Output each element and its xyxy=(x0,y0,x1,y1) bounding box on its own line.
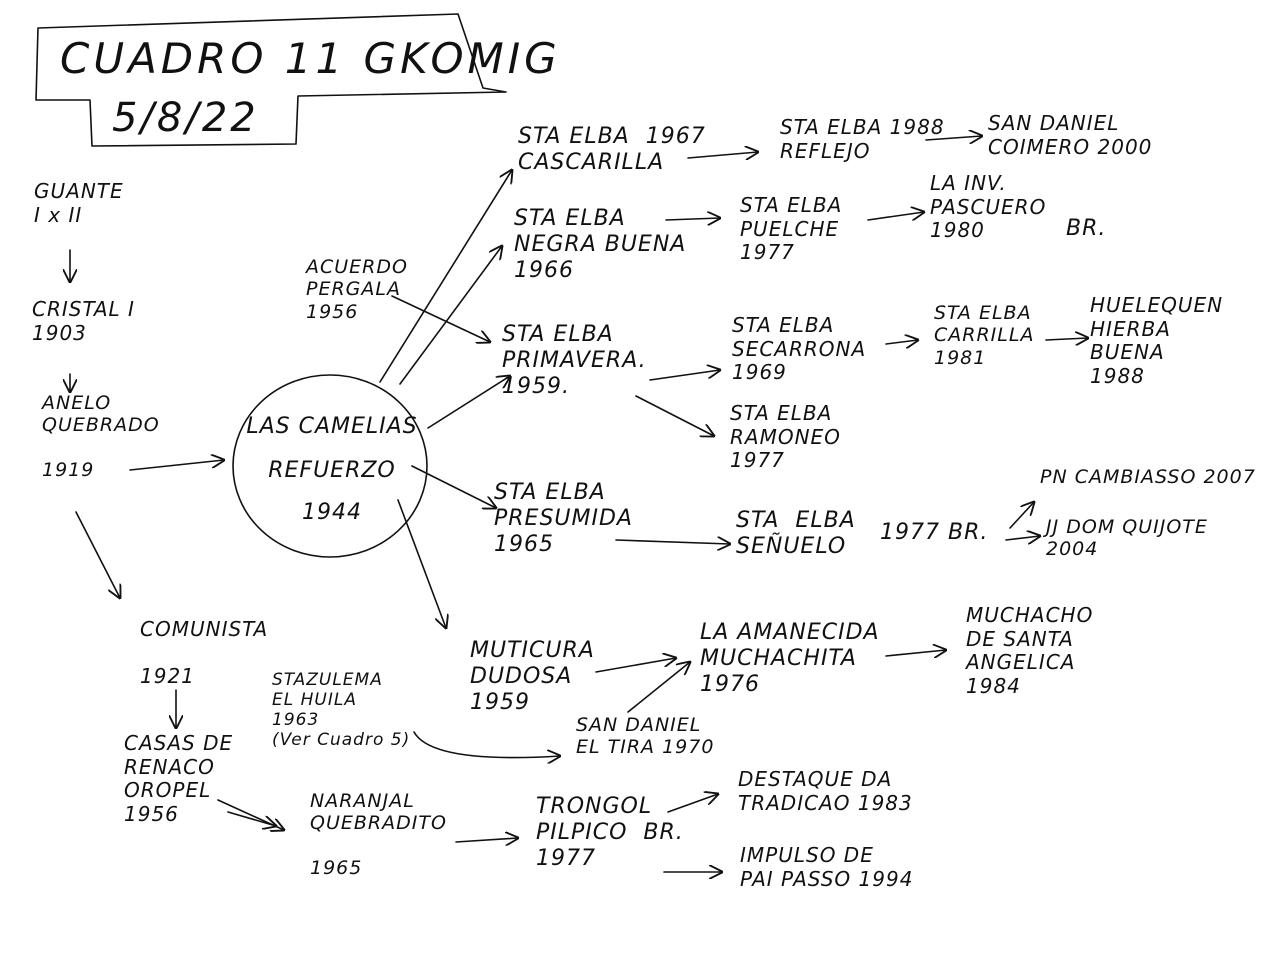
title-box xyxy=(35,13,507,147)
node-naranjal: NARANJAL QUEBRADITO 1965 xyxy=(310,790,447,880)
node-sta1967: STA ELBA 1967 CASCARILLA xyxy=(518,124,706,175)
node-anelo: ANELO QUEBRADO 1919 xyxy=(42,392,160,482)
center-node-line2: REFUERZO xyxy=(268,458,396,483)
node-negra: STA ELBA NEGRA BUENA 1966 xyxy=(514,206,687,283)
node-secarrona: STA ELBA SECARRONA 1969 xyxy=(732,313,867,385)
center-node-name: LAS CAMELIAS xyxy=(246,414,418,439)
node-muchacho: MUCHACHO DE SANTA ANGELICA 1984 xyxy=(966,603,1094,698)
arrow-primavera-secarrona xyxy=(649,370,720,381)
arrow-sta1967-sta1988 xyxy=(687,152,758,158)
arrow-carrilla-huelequen xyxy=(1045,338,1088,340)
arrow-presumida-senuelo xyxy=(615,540,730,544)
arrow-anelo-center xyxy=(129,460,224,471)
arrow-senuelo-pncambiasso xyxy=(1009,502,1034,529)
arrow-naranjal-trongol xyxy=(455,838,518,842)
node-senuelo-year: 1977 BR. xyxy=(880,520,989,545)
arrow-amanecida-muchacho xyxy=(885,650,946,656)
center-ellipse xyxy=(232,374,428,558)
arrow-center-primavera xyxy=(427,376,510,429)
arrow-acuerdo-primavera xyxy=(391,295,490,342)
node-br1: BR. xyxy=(1066,216,1107,241)
diagram-title: CUADRO 11 GKOMIG xyxy=(60,34,561,83)
node-stazulema: STAZULEMA EL HUILA 1963 (Ver Cuadro 5) xyxy=(272,670,411,751)
arrow-senuelo-jjdom xyxy=(1005,536,1040,540)
node-sta1988: STA ELBA 1988 REFLEJO xyxy=(780,115,945,163)
arrow-center-negra xyxy=(399,246,502,385)
node-puelche: STA ELBA PUELCHE 1977 xyxy=(740,193,843,265)
node-pncambiasso: PN CAMBIASSO 2007 xyxy=(1040,466,1256,488)
center-node-year: 1944 xyxy=(302,500,362,525)
node-impulso: IMPULSO DE PAI PASSO 1994 xyxy=(740,843,914,891)
node-sandanielelmira: SAN DANIEL EL TIRA 1970 xyxy=(576,714,715,759)
arrow-negra-puelche xyxy=(665,218,720,220)
arrow-anelo-comunista xyxy=(75,511,120,598)
node-presumida: STA ELBA PRESUMIDA 1965 xyxy=(494,480,633,557)
arrow-center-presumida xyxy=(411,465,496,508)
node-senuelo: STA ELBA SEÑUELO xyxy=(736,508,856,559)
node-trongol: TRONGOL PILPICO BR. 1977 xyxy=(536,794,684,871)
arrow-stazulema-sandanielelmira xyxy=(413,731,560,758)
arrow-primavera-ramoneo xyxy=(635,395,714,436)
node-casas: CASAS DE RENACO OROPEL 1956 xyxy=(124,731,234,826)
arrow-casas-naranjal-2 xyxy=(227,811,276,826)
node-cristal: CRISTAL I 1903 xyxy=(32,297,135,345)
node-amanecida: LA AMANECIDA MUCHACHITA 1976 xyxy=(700,620,880,697)
node-muticura: MUTICURA DUDOSA 1959 xyxy=(470,638,595,715)
node-ramoneo: STA ELBA RAMONEO 1977 xyxy=(730,401,841,473)
arrow-sandanielelmira-amanecida xyxy=(627,662,690,713)
arrow-muticura-amanecida xyxy=(595,658,676,673)
arrow-trongol-destaque xyxy=(667,794,718,813)
node-comunista: COMUNISTA 1921 xyxy=(140,617,269,689)
arrow-sta1988-sandaniel xyxy=(925,136,982,140)
node-destaque: DESTAQUE DA TRADICAO 1983 xyxy=(738,767,913,815)
arrow-secarrona-carrilla xyxy=(885,340,918,344)
node-acuerdo: ACUERDO PERGALA 1956 xyxy=(306,256,408,323)
node-jjdom: JJ DOM QUIJOTE 2004 xyxy=(1046,516,1208,561)
node-sandaniel2000: SAN DANIEL COIMERO 2000 xyxy=(988,111,1153,159)
diagram-date: 5/8/22 xyxy=(112,95,259,141)
arrow-puelche-lainv xyxy=(867,212,924,221)
arrow-center-sta1967 xyxy=(379,170,512,383)
arrow-center-muticura xyxy=(397,499,446,628)
node-huelequen: HUELEQUEN HIERBA BUENA 1988 xyxy=(1090,293,1224,388)
node-guante: GUANTE I x II xyxy=(34,179,124,227)
node-lainv: LA INV. PASCUERO 1980 xyxy=(930,171,1047,243)
node-primavera: STA ELBA PRIMAVERA. 1959. xyxy=(502,322,647,399)
node-carrilla: STA ELBA CARRILLA 1981 xyxy=(934,302,1035,369)
